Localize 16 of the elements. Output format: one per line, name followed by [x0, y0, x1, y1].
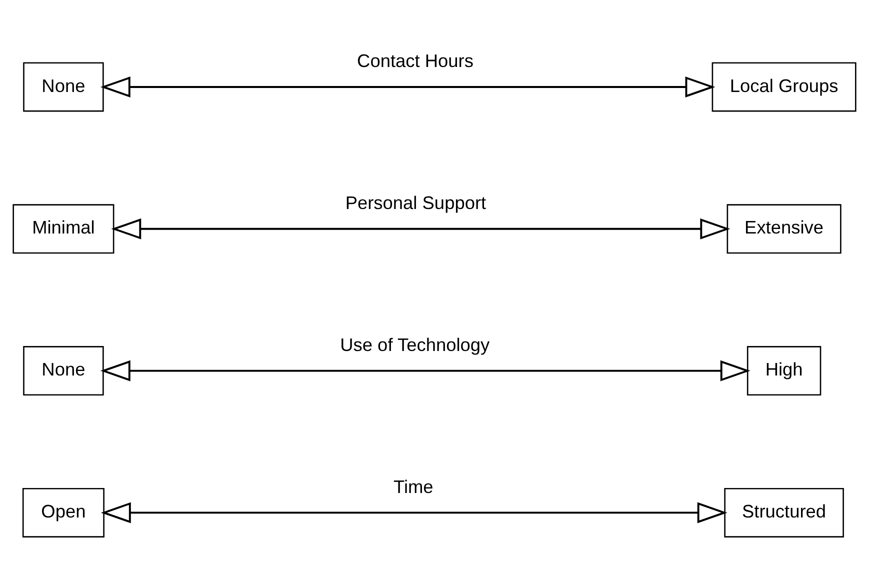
edge-label: Use of Technology — [340, 334, 490, 355]
arrow — [111, 218, 730, 240]
edge-label: Contact Hours — [357, 51, 474, 72]
node-box: None — [23, 62, 104, 112]
arrow — [100, 502, 728, 524]
node-box: Minimal — [12, 204, 114, 254]
node-box: Open — [22, 488, 104, 538]
node-box: Structured — [724, 488, 844, 538]
arrow — [100, 76, 716, 98]
edge-label: Time — [393, 476, 434, 497]
arrow — [100, 360, 750, 382]
node-box: High — [746, 346, 822, 396]
edge-label: Personal Support — [345, 192, 486, 213]
node-box: None — [23, 346, 104, 396]
node-box: Local Groups — [712, 62, 856, 112]
node-box: Extensive — [726, 204, 842, 254]
